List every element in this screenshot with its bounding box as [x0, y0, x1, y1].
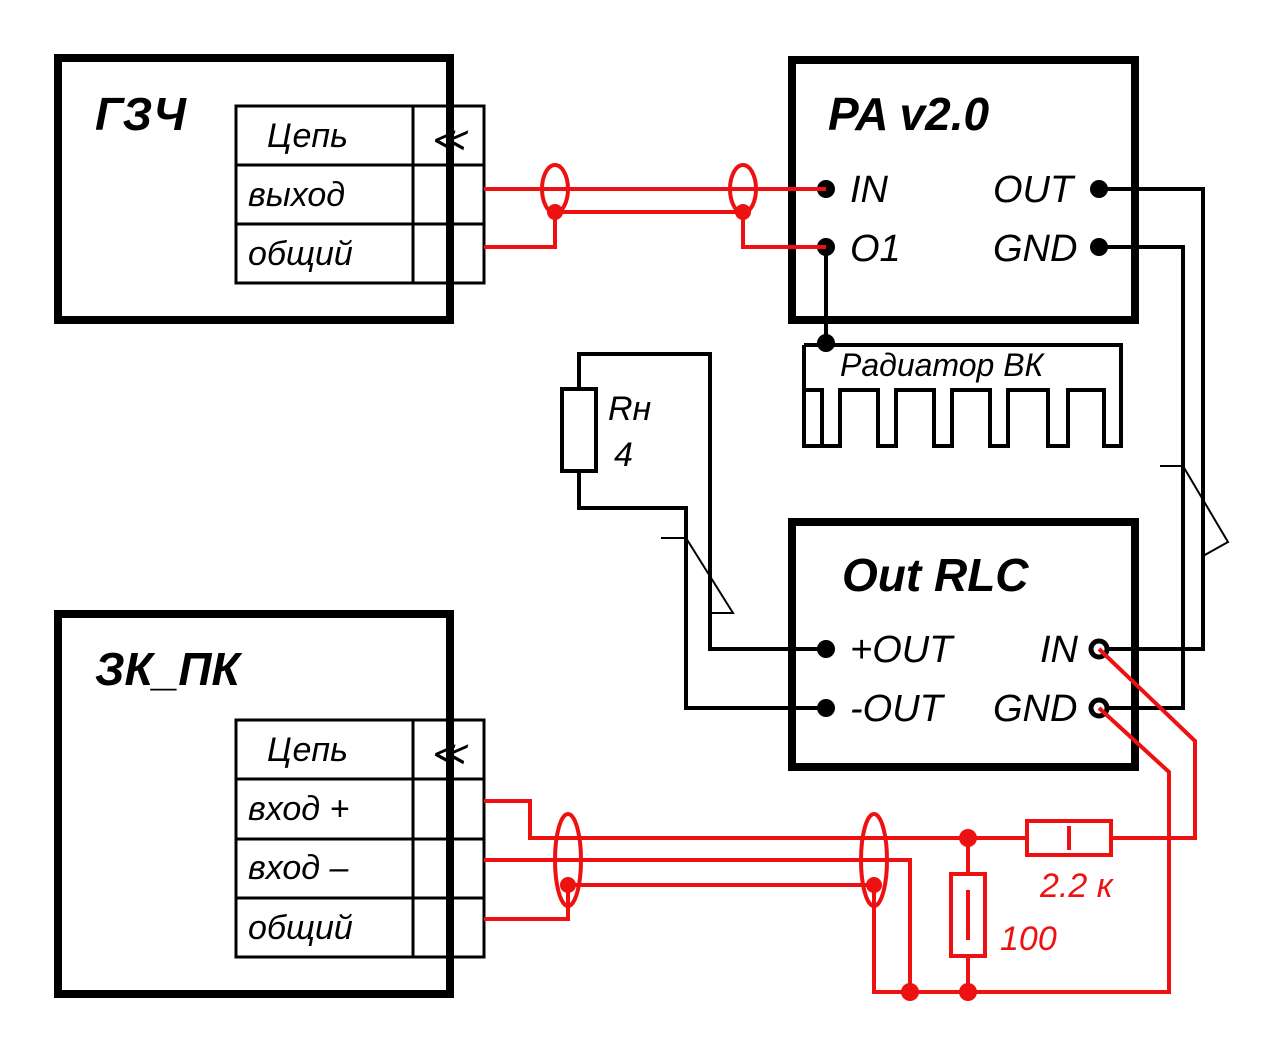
amplifier-pin-o1-label: O1	[850, 228, 901, 270]
rlc-pin-plus-out-label: +OUT	[850, 629, 955, 671]
twisted-pair-mark-right	[1160, 465, 1230, 557]
load-resistor-body	[560, 387, 598, 473]
soundcard-connector-table: Цепь ≪ вход + вход – общий	[234, 718, 486, 959]
wire-gnd-to-rlc-gnd	[1099, 245, 1185, 710]
generator-title: ГЗЧ	[95, 88, 187, 140]
soundcard-row-common: общий	[248, 909, 353, 947]
heatsink-label: Радиатор ВК	[840, 347, 1046, 383]
amplifier-pin-in-label: IN	[850, 169, 889, 211]
soundcard-block: ЗК_ПК Цепь ≪ вход + вход – общий	[54, 610, 486, 998]
generator-block: ГЗЧ Цепь ≪ выход общий	[54, 54, 486, 324]
output-rlc-block: Out RLC +OUT -OUT IN GND	[788, 518, 1139, 771]
wire-load-plus	[577, 352, 826, 651]
sc-coax-shield-right	[859, 812, 889, 908]
shunt-resistor-body	[949, 872, 987, 958]
speaker-wiring	[577, 187, 1230, 710]
generator-row-common: общий	[248, 235, 353, 273]
output-rlc-frame	[788, 518, 1139, 771]
generator-table-header: Цепь	[267, 117, 348, 155]
series-resistor-body	[1025, 819, 1113, 857]
soundcard-frame	[54, 610, 454, 998]
heatsink-outline	[802, 343, 1123, 448]
amplifier-pin-gnd-label: GND	[993, 228, 1077, 270]
generator-row-output: выход	[248, 176, 345, 214]
load-resistor: Rн 4	[560, 387, 652, 474]
soundcard-title: ЗК_ПК	[95, 643, 243, 695]
generator-frame	[54, 54, 454, 324]
generator-coax	[484, 163, 826, 249]
sc-coax-shield-left	[553, 812, 583, 908]
amplifier-block: PA v2.0 IN O1 OUT GND	[788, 56, 1139, 324]
soundcard-row-input-plus: вход +	[248, 790, 349, 828]
twisted-pair-mark-left	[661, 537, 735, 614]
measurement-wiring: 2.2 к 100	[484, 647, 1197, 1001]
rlc-pin-gnd-label: GND	[993, 688, 1077, 730]
soundcard-row-input-minus: вход –	[248, 849, 350, 887]
amplifier-title: PA v2.0	[828, 88, 990, 140]
soundcard-connector-icon: ≪	[430, 735, 469, 773]
rlc-pin-in-label: IN	[1040, 629, 1079, 671]
soundcard-table-header: Цепь	[267, 731, 348, 769]
amplifier-pin-out-label: OUT	[993, 169, 1076, 211]
rlc-pin-minus-out-label: -OUT	[850, 688, 946, 730]
shunt-resistor-value: 100	[1000, 920, 1057, 958]
generator-connector-table: Цепь ≪ выход общий	[234, 104, 486, 285]
generator-connector-icon: ≪	[430, 121, 469, 159]
heatsink-junction	[817, 334, 835, 352]
series-resistor-value: 2.2 к	[1039, 867, 1115, 905]
output-rlc-title: Out RLC	[842, 549, 1029, 601]
load-resistor-ref: Rн	[608, 390, 652, 428]
wire-load-minus	[577, 471, 826, 710]
heatsink: Радиатор ВК	[802, 247, 1123, 448]
load-resistor-value: 4	[614, 436, 633, 474]
wire-out-to-rlc-in	[1099, 187, 1205, 651]
